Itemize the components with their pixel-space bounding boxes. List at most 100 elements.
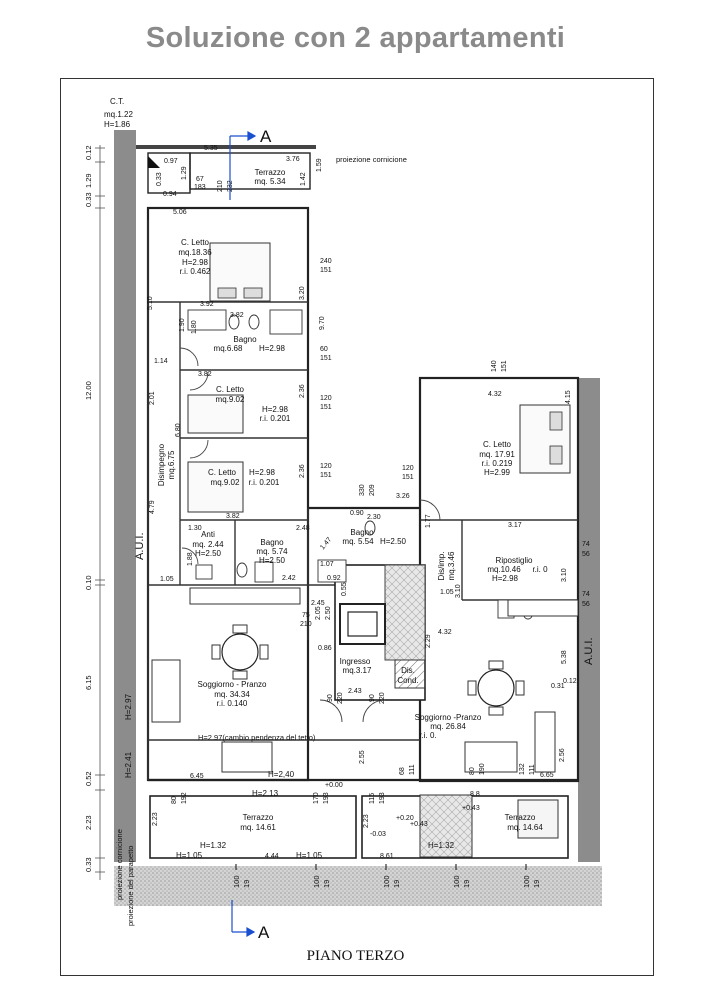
ruler-label: 0.12 [84, 145, 93, 160]
terrace-right-stair [419, 794, 473, 858]
dim-label: 220 [379, 692, 386, 704]
bath1-name: Bagno [233, 335, 257, 344]
dim-label: 3.20 [299, 286, 306, 300]
dining-chairs [211, 624, 525, 716]
ct-box [147, 152, 191, 194]
left-boundary-wall [114, 130, 136, 862]
bed2-name: C. Letto [216, 385, 245, 394]
dim-label: 1.42 [300, 172, 307, 186]
bath3-name: Bagno [350, 528, 374, 537]
anti-area: mq. 2.44 [192, 540, 224, 549]
bed3-name: C. Letto [208, 468, 237, 477]
bed1-name: C. Letto [181, 238, 210, 247]
dim-label: 209 [369, 484, 376, 496]
dim-label: 220 [337, 692, 344, 704]
dim-label: 2.23 [363, 814, 370, 828]
dim-label: 3.92 [200, 301, 214, 308]
dim-label: 2.05 [315, 606, 322, 620]
dim-label: 111 [409, 764, 416, 775]
bottom-dotted-band [114, 866, 602, 906]
window-width: 100 [232, 875, 241, 888]
dim-label: 3.17 [508, 522, 522, 529]
elevator-inner [347, 611, 378, 637]
left-ruler-labels: 0.12 1.29 0.33 12.00 0.10 6.15 0.52 2.23… [84, 145, 93, 872]
bed1-h: H=2.98 [182, 258, 209, 267]
dim-label: 3.10 [561, 568, 568, 582]
terrace-top-name: Terrazzo [255, 168, 286, 177]
dim-label: 0.92 [327, 575, 341, 582]
bottom-window-ticks [235, 864, 527, 870]
living1-ri: r.i. 0.140 [217, 699, 248, 708]
terrace-left-name: Terrazzo [243, 813, 274, 822]
dim-label: 151 [320, 355, 332, 362]
bed4-area: mq. 17.91 [479, 450, 515, 459]
stair-steps [384, 564, 426, 661]
height-132b: H=1.32 [428, 841, 455, 850]
dim-label: 6.80 [175, 423, 182, 437]
section-label-bottom: A [258, 923, 270, 942]
dim-label: 8.61 [380, 853, 394, 860]
ct-labels: C.T. mq.1.22 H=1.86 [104, 97, 133, 129]
height-297: H=2.97 [124, 693, 133, 720]
dim-label: 0.90 [350, 510, 364, 517]
top-wall-strip [136, 145, 316, 149]
dim-label: 6.45 [190, 773, 204, 780]
living1-name: Soggiorno - Pranzo [198, 680, 267, 689]
ct-area: mq.1.22 [104, 110, 133, 119]
dim-label: 151 [320, 267, 332, 274]
window-width: 100 [312, 875, 321, 888]
dim-label: 5.35 [204, 145, 218, 152]
window-width: 100 [382, 875, 391, 888]
left-dimension-ruler [95, 145, 105, 880]
dim-label: 2.23 [152, 812, 159, 826]
dim-label: 151 [320, 472, 332, 479]
dim-label: 4.15 [565, 390, 572, 404]
dim-label: 0.97 [164, 158, 178, 165]
storage-name: Ripostiglio [496, 556, 533, 565]
dim-label: 120 [402, 465, 414, 472]
bed3-area: mq.9.02 [211, 478, 240, 487]
aui-left: A.U.I. [134, 532, 146, 560]
dim-label: 115 [369, 793, 376, 804]
terrace-top-area: mq. 5.34 [254, 177, 286, 186]
dim-label: 80 [171, 796, 178, 804]
living2-area: mq. 26.84 [430, 722, 466, 731]
dim-label: 4.32 [488, 391, 502, 398]
dim-label: 4.79 [149, 500, 156, 514]
terrace-left-outline [149, 795, 357, 859]
dim-label: 140 [491, 360, 498, 372]
dim-label: -0.03 [370, 831, 386, 838]
dim-label: 1.80 [191, 320, 198, 334]
dim-label: 90 [369, 694, 376, 702]
dim-label: 2.01 [149, 391, 156, 405]
window-height: 19 [322, 880, 331, 888]
ruler-label: 0.33 [84, 857, 93, 872]
dim-label: 120 [320, 395, 332, 402]
note-cornice-bottom: proiezione cornicione [115, 829, 124, 900]
storage-ri: r.i. 0 [532, 565, 548, 574]
dim-label: 151 [501, 360, 508, 372]
dim-label: 0.94 [163, 191, 177, 198]
bath1-h: H=2.98 [259, 344, 286, 353]
dim-label: +0.00 [325, 782, 343, 789]
dim-label: 2.43 [348, 688, 362, 695]
dim-label: 1.90 [179, 318, 186, 332]
dim-label: 330 [359, 484, 366, 496]
dim-label: 3.82 [230, 312, 244, 319]
dim-label: 75 [302, 612, 310, 619]
dim-label: 183 [194, 184, 206, 191]
dimension-labels: 5.35 0.97 3.76 1.59 1.29 67 183 210 232 … [147, 145, 590, 860]
dim-label: 3.76 [286, 156, 300, 163]
section-line [229, 130, 257, 938]
dim-label: 8.8 [470, 791, 480, 798]
dim-label: 1.05 [160, 576, 174, 583]
bed2-h: H=2.98 [262, 405, 289, 414]
dim-label: 1.30 [188, 525, 202, 532]
dim-label: 2.48 [296, 525, 310, 532]
door-swings [179, 347, 441, 723]
bed2-ri: r.i. 0.201 [260, 414, 291, 423]
bed1-area: mq.18.36 [178, 248, 212, 257]
dim-label: 60 [320, 346, 328, 353]
ruler-label: 12.00 [84, 381, 93, 400]
dim-label: 3.10 [455, 584, 462, 598]
